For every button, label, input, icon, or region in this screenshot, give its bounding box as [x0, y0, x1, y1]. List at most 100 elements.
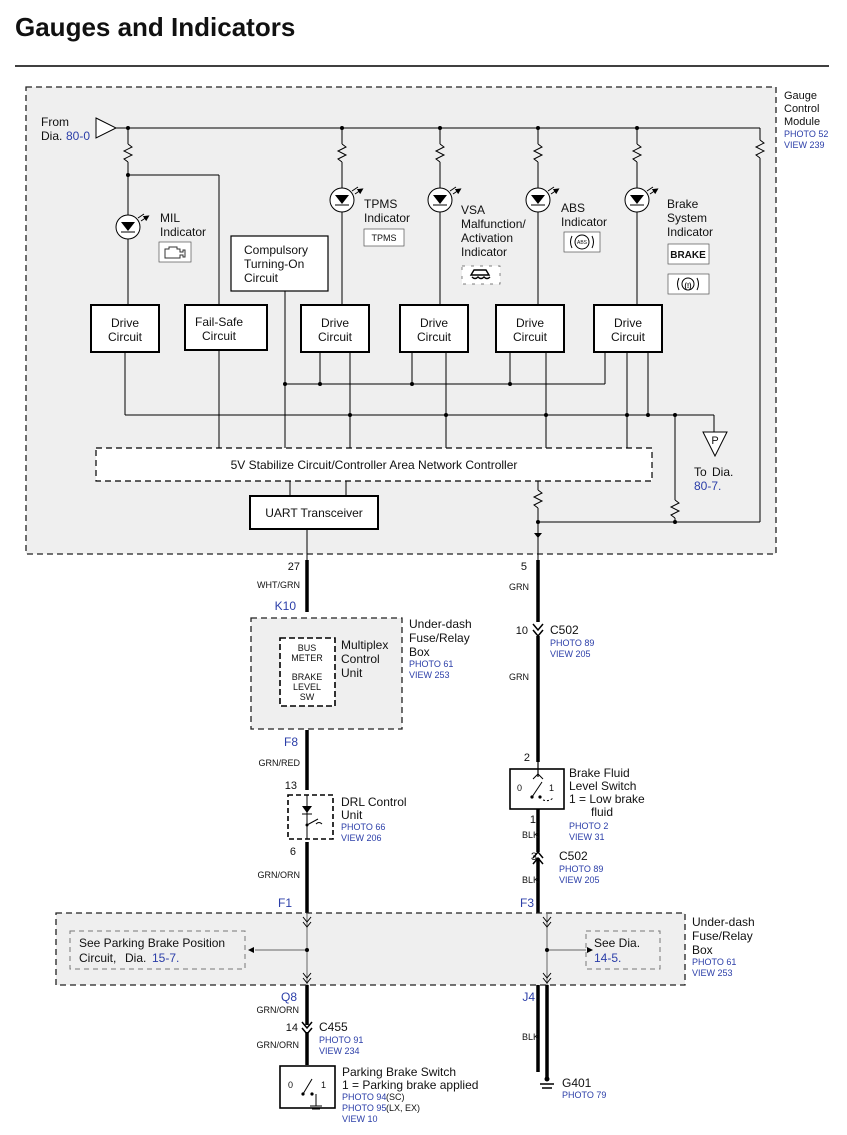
wire-grn-2: GRN [509, 672, 529, 682]
svg-text:C455: C455 [319, 1020, 348, 1034]
drive-circuit-abs: Drive Circuit [495, 304, 565, 353]
abs-badge-icon: ABS [563, 231, 601, 253]
svg-text:VIEW 205: VIEW 205 [559, 875, 600, 885]
c502b-label[interactable]: C502 PHOTO 89 VIEW 205 [559, 849, 603, 885]
engine-check-icon [158, 241, 192, 263]
svg-text:Level Switch: Level Switch [569, 779, 636, 793]
parking-brake-switch: 0 1 [279, 1065, 336, 1110]
svg-text:PHOTO 52: PHOTO 52 [784, 129, 828, 139]
svg-text:PHOTO 61: PHOTO 61 [409, 659, 453, 669]
svg-text:Activation: Activation [461, 231, 513, 245]
mil-led-icon [115, 214, 147, 305]
svg-text:DRL Control: DRL Control [341, 795, 407, 809]
wire-blk-2: BLK [522, 875, 539, 885]
svg-text:Indicator: Indicator [667, 225, 713, 239]
connector-f1[interactable]: F1 [278, 896, 292, 910]
svg-text:Box: Box [692, 943, 713, 957]
svg-text:Fuse/Relay: Fuse/Relay [409, 631, 470, 645]
svg-text:PHOTO 89: PHOTO 89 [550, 638, 594, 648]
c502-label[interactable]: C502 PHOTO 89 VIEW 205 [550, 623, 594, 659]
pin-5: 5 [521, 561, 527, 573]
connector-q8[interactable]: Q8 [281, 990, 297, 1004]
see-dia-ref[interactable]: See Dia. 14-5. [585, 930, 661, 970]
svg-text:P: P [711, 435, 718, 447]
svg-text:1: 1 [549, 783, 554, 793]
svg-text:VIEW 239: VIEW 239 [784, 140, 825, 150]
svg-text:PHOTO 2: PHOTO 2 [569, 821, 608, 831]
tpms-indicator-label: TPMS Indicator [364, 197, 410, 225]
connector-k10[interactable]: K10 [275, 599, 297, 613]
c455-label[interactable]: C455 PHOTO 91 VIEW 234 [319, 1020, 363, 1056]
svg-text:5V Stabilize Circuit/Controlle: 5V Stabilize Circuit/Controller Area Net… [231, 458, 518, 472]
svg-text:Indicator: Indicator [160, 225, 206, 239]
svg-text:See Dia.: See Dia. [594, 936, 640, 950]
upper-fuse-relay-box: BUS METER BRAKE LEVEL SW Multiplex Contr… [250, 617, 403, 730]
svg-text:Drive: Drive [614, 316, 642, 330]
svg-text:Under-dash: Under-dash [692, 915, 755, 929]
svg-text:PHOTO 61: PHOTO 61 [692, 957, 736, 967]
pin-2: 2 [524, 752, 530, 764]
connector-f8[interactable]: F8 [284, 735, 298, 749]
svg-text:SW: SW [300, 692, 315, 702]
svg-text:Control: Control [341, 652, 380, 666]
svg-text:BRAKE: BRAKE [292, 672, 323, 682]
svg-text:PHOTO 95: PHOTO 95 [342, 1103, 386, 1113]
svg-text:Under-dash: Under-dash [409, 617, 472, 631]
svg-text:80-7.: 80-7. [694, 479, 721, 493]
svg-text:C502: C502 [550, 623, 579, 637]
brake-badge-icon [667, 243, 710, 265]
svg-text:Control: Control [784, 103, 819, 115]
svg-text:TPMS: TPMS [364, 197, 397, 211]
fail-safe-circuit: Fail-Safe Circuit [184, 304, 268, 351]
svg-text:Box: Box [409, 645, 430, 659]
svg-text:Circuit: Circuit [318, 330, 353, 344]
parking-brake-label: Parking Brake Switch 1 = Parking brake a… [342, 1065, 478, 1124]
brake-warning-icon: (!) [667, 273, 710, 295]
brake-fluid-label: Brake Fluid Level Switch 1 = Low brake f… [569, 766, 645, 842]
svg-text:15-7.: 15-7. [152, 951, 179, 965]
page-title: Gauges and Indicators [15, 12, 295, 42]
svg-text:PHOTO 91: PHOTO 91 [319, 1035, 363, 1045]
svg-text:Drive: Drive [111, 316, 139, 330]
svg-text:Dia.: Dia. [41, 129, 62, 143]
drl-label: DRL Control Unit PHOTO 66 VIEW 206 [341, 795, 407, 843]
svg-text:VIEW 253: VIEW 253 [692, 968, 733, 978]
lower-fuse-box-label: Under-dash Fuse/Relay Box PHOTO 61 VIEW … [692, 915, 755, 978]
p-connector-icon [702, 431, 728, 458]
from-dia-ref[interactable]: From Dia. 80-0 [41, 115, 118, 143]
vsa-skid-icon [461, 265, 501, 285]
compulsory-turning-on-circuit: Compulsory Turning-On Circuit [230, 235, 329, 292]
svg-text:Circuit: Circuit [202, 329, 237, 343]
pin-6: 6 [290, 846, 296, 858]
svg-text:PHOTO 94: PHOTO 94 [342, 1092, 386, 1102]
to-dia-ref[interactable]: P To Dia. 80-7. [694, 431, 733, 493]
connector-f3[interactable]: F3 [520, 896, 534, 910]
svg-text:fluid: fluid [591, 805, 613, 819]
svg-text:Circuit: Circuit [244, 271, 279, 285]
svg-text:PHOTO 66: PHOTO 66 [341, 822, 385, 832]
svg-text:Compulsory: Compulsory [244, 243, 308, 257]
svg-text:Brake: Brake [667, 197, 699, 211]
svg-text:Indicator: Indicator [461, 245, 507, 259]
svg-text:Circuit: Circuit [611, 330, 646, 344]
svg-text:To: To [694, 465, 707, 479]
svg-text:Dia.: Dia. [712, 465, 733, 479]
vsa-led-icon [427, 187, 459, 305]
pin-13: 13 [285, 780, 297, 792]
c455-connector-icon [301, 1021, 313, 1036]
svg-text:MIL: MIL [160, 211, 180, 225]
indicator-resistors [122, 128, 643, 215]
svg-text:0: 0 [288, 1080, 293, 1090]
brake-fluid-level-switch: 0 1 [509, 762, 565, 810]
pin-10: 10 [516, 625, 528, 637]
drive-circuit-mil: Drive Circuit [90, 304, 160, 353]
svg-text:VIEW 10: VIEW 10 [342, 1114, 378, 1124]
svg-text:Drive: Drive [516, 316, 544, 330]
connector-j4[interactable]: J4 [522, 990, 535, 1004]
svg-text:System: System [667, 211, 707, 225]
c502-connector-icon [532, 623, 544, 638]
see-parking-brake-ref[interactable]: See Parking Brake Position Circuit, Dia.… [69, 930, 246, 970]
svg-text:Turning-On: Turning-On [244, 257, 304, 271]
mil-indicator-label: MIL Indicator [160, 211, 206, 239]
svg-text:PHOTO 79: PHOTO 79 [562, 1090, 606, 1100]
